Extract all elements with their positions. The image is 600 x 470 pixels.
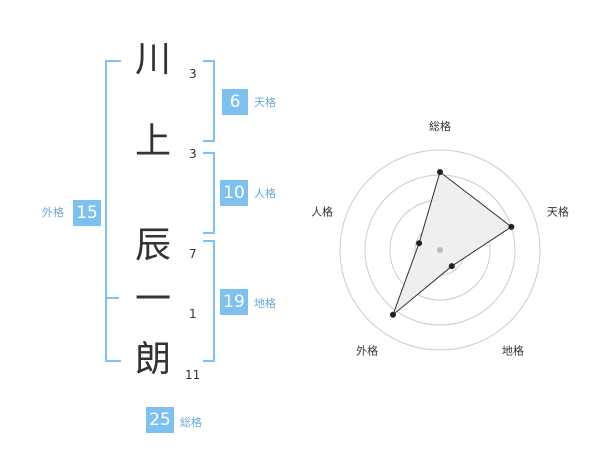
name-char-5: 朗 (134, 339, 171, 380)
tenkaku-badge: 6 (222, 89, 248, 115)
radar-center-dot (437, 247, 443, 253)
chikaku-label: 地格 (254, 297, 276, 310)
tenkaku-bracket (203, 60, 215, 142)
radar-point-1 (437, 169, 443, 175)
gaikaku-bracket (105, 60, 121, 362)
stroke-count-2: 3 (189, 147, 197, 161)
radar-label-4: 外格 (356, 343, 378, 357)
jinkaku-label: 人格 (254, 187, 276, 200)
radar-point-5 (416, 240, 423, 247)
jinkaku-badge: 10 (220, 180, 248, 206)
jinkaku-bracket (203, 152, 215, 234)
soukaku-label: 総格 (180, 416, 202, 429)
gaikaku-divider (105, 297, 119, 299)
chikaku-badge: 19 (220, 289, 248, 315)
radar-ring (339, 149, 541, 351)
radar-label-2: 天格 (547, 205, 569, 219)
radar-label-5: 人格 (311, 205, 333, 219)
soukaku-badge: 25 (146, 407, 174, 433)
stroke-count-1: 3 (189, 67, 197, 81)
radar-point-4 (389, 311, 396, 318)
tenkaku-label: 天格 (254, 96, 276, 109)
name-char-3: 辰 (134, 225, 171, 266)
stroke-count-4: 1 (189, 307, 197, 321)
chikaku-bracket (203, 240, 215, 362)
stroke-count-5: 11 (185, 368, 201, 382)
gaikaku-label: 外格 (42, 206, 64, 219)
radar-points (389, 169, 515, 318)
radar-label-3: 地格 (502, 343, 524, 357)
name-char-4: 一 (134, 279, 171, 320)
radar-point-2 (508, 223, 515, 230)
radar-label-1: 総格 (429, 119, 451, 133)
stroke-count-3: 7 (189, 247, 197, 261)
gaikaku-badge: 15 (73, 200, 101, 226)
name-char-1: 川 (134, 39, 171, 80)
radar-area (391, 171, 513, 317)
radar-point-3 (448, 263, 455, 270)
name-char-2: 上 (134, 121, 171, 162)
